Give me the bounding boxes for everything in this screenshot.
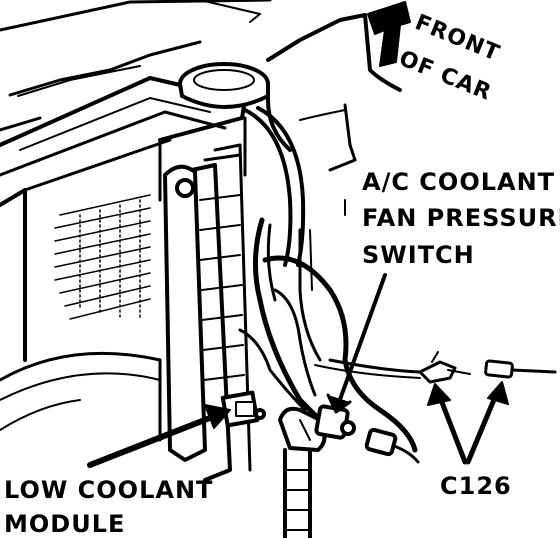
radiator-hose [243, 106, 306, 267]
radiator-support [163, 143, 252, 482]
low-coolant-label-line1: LOW COOLANT [4, 476, 214, 504]
ac-switch-label-line2: FAN PRESSURE [362, 204, 560, 232]
lower-hose [283, 448, 312, 538]
low-coolant-leader [87, 404, 231, 468]
c126-leaders [427, 381, 509, 465]
ac-switch-label-line3: SWITCH [362, 241, 475, 269]
hood-panel [0, 0, 272, 132]
fender [0, 351, 162, 442]
front-arrow-icon [367, 1, 411, 67]
low-coolant-label-line2: MODULE [4, 510, 126, 538]
low-coolant-module-connector [220, 390, 266, 428]
reservoir-tank [266, 13, 402, 362]
radiator-fins [54, 194, 151, 320]
switch-harness-plug [364, 427, 420, 464]
pressure-switch [278, 404, 356, 452]
c126-label: C126 [440, 472, 512, 500]
reservoir-cap [178, 62, 270, 109]
c126-connector [418, 351, 557, 384]
ac-switch-leader [326, 273, 387, 414]
ac-switch-label-line1: A/C COOLANT [362, 168, 556, 196]
